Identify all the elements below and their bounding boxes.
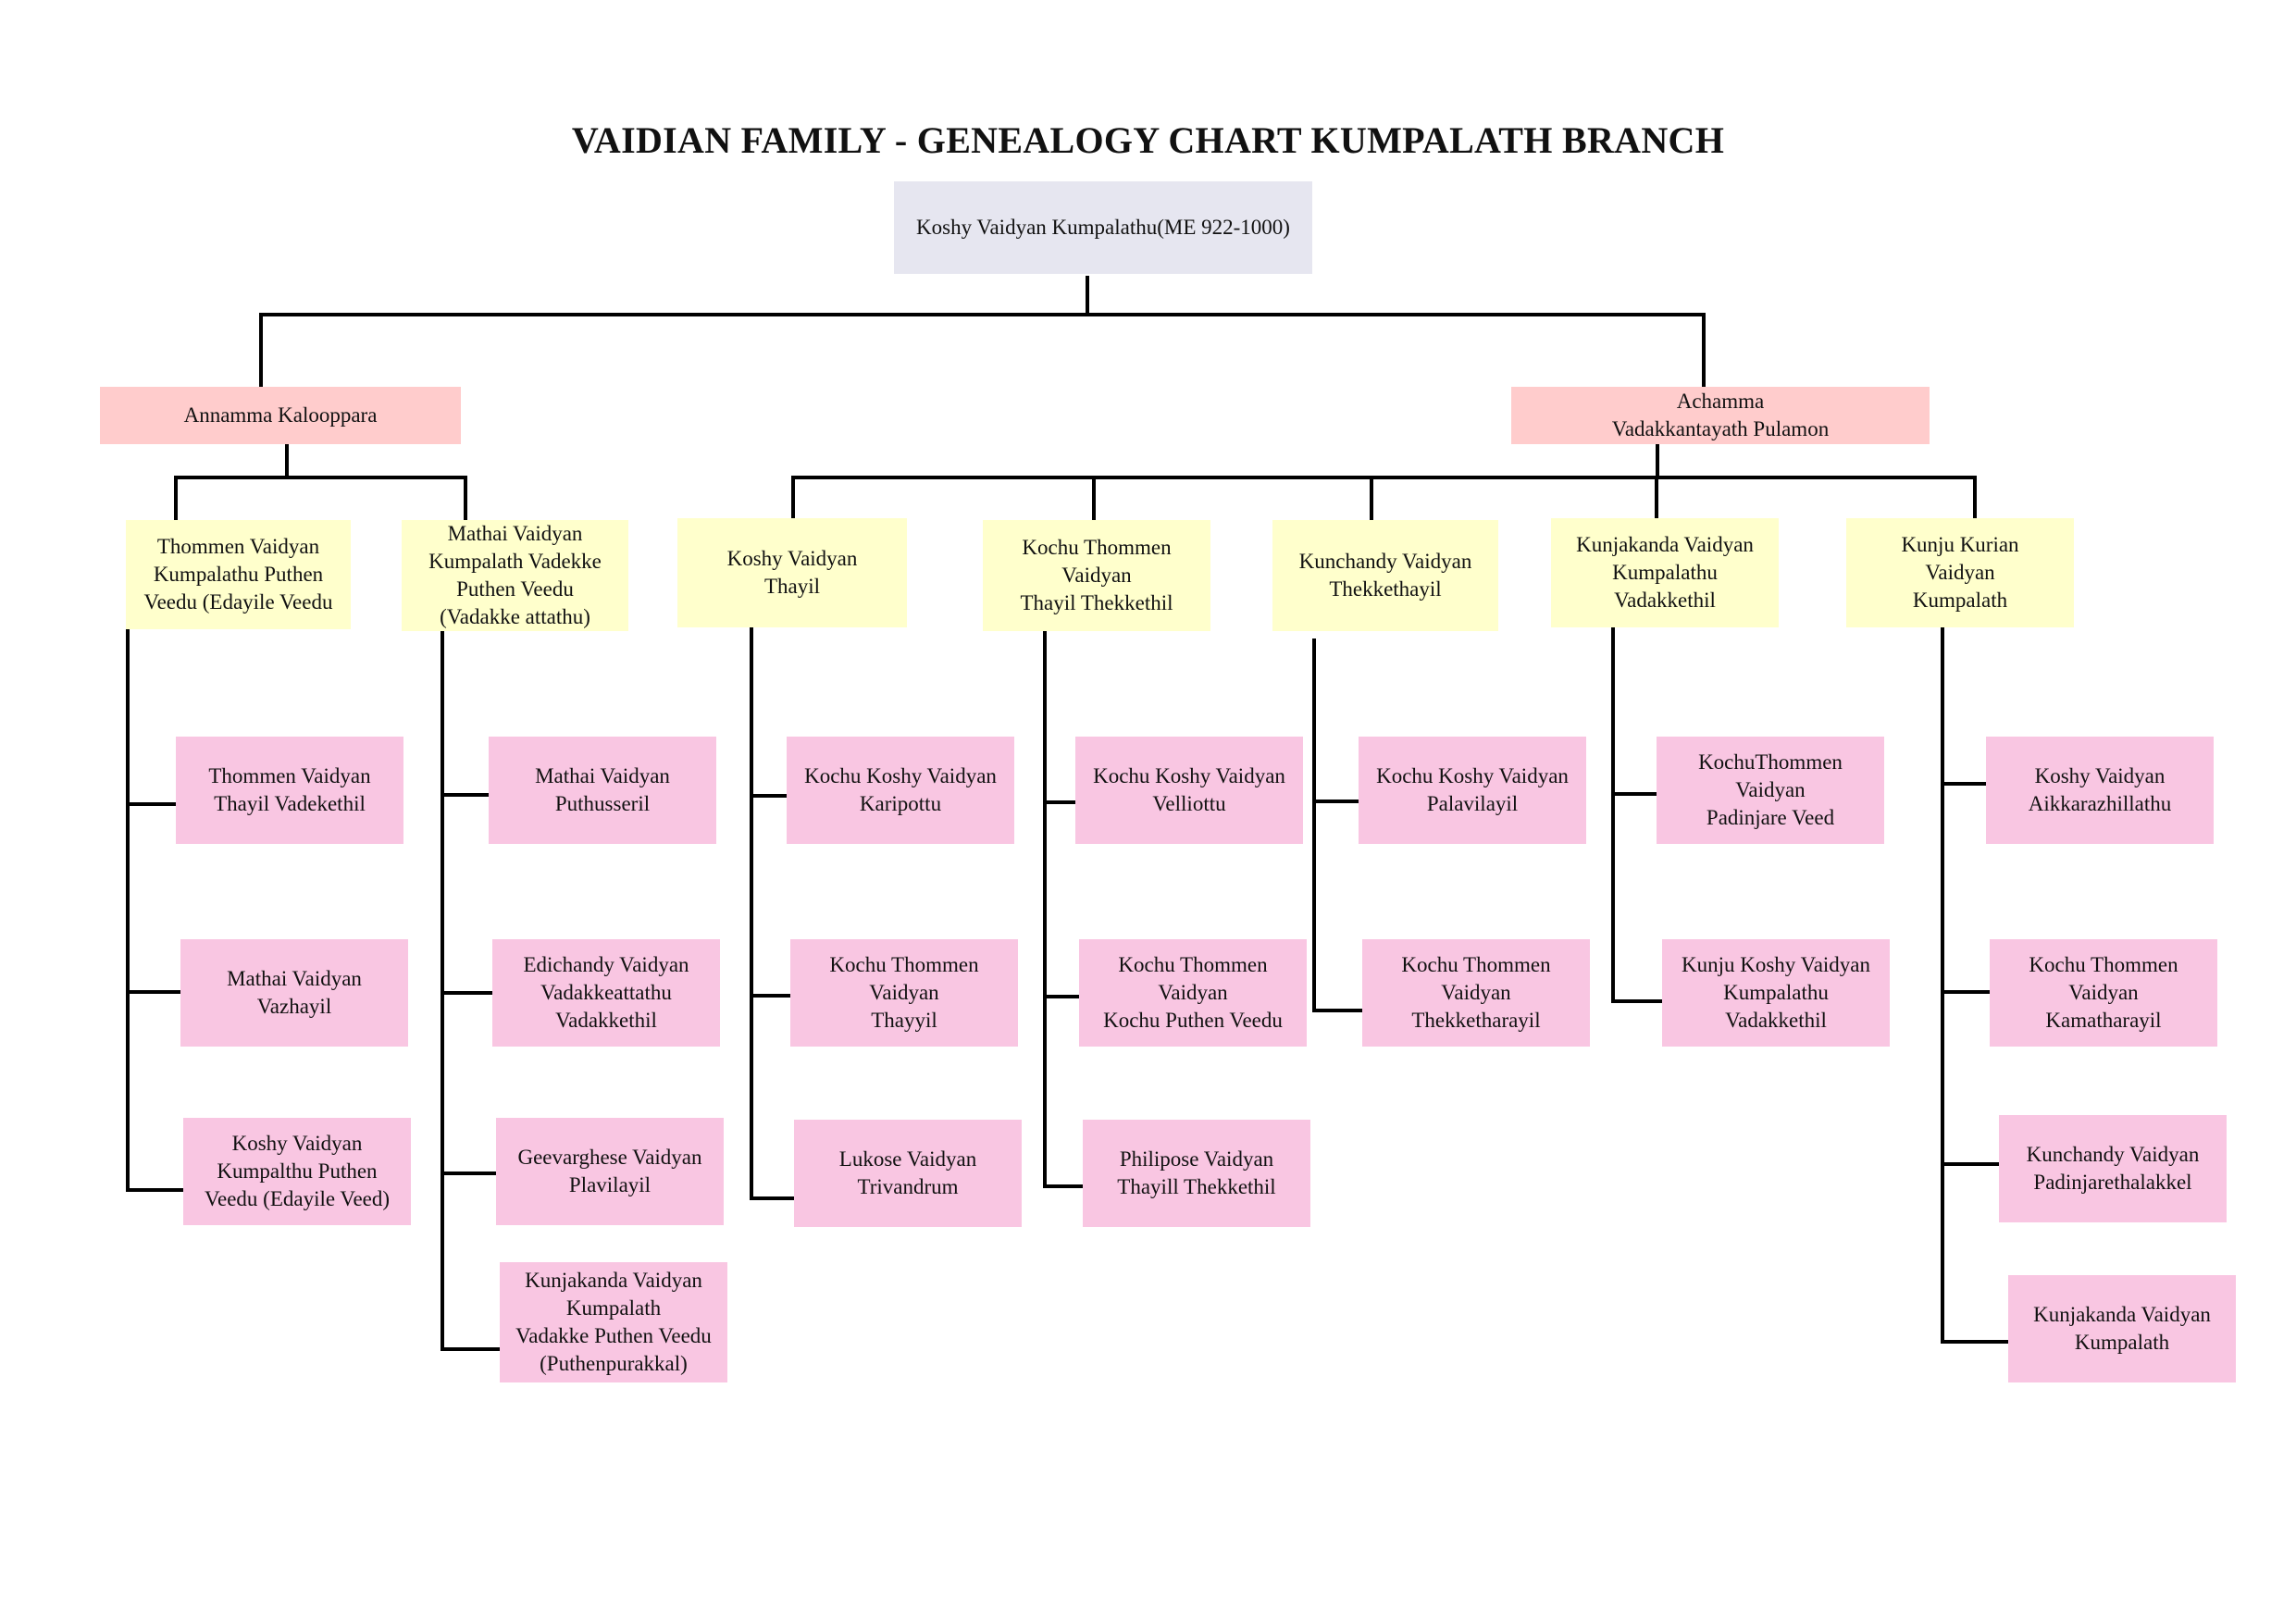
grandchild-box: Lukose Vaidyan Trivandrum — [794, 1120, 1022, 1227]
grandchild-box: Mathai Vaidyan Vazhayil — [180, 939, 408, 1047]
grandchild-box: KochuThommen Vaidyan Padinjare Veed — [1657, 737, 1884, 844]
child-box: Kochu Thommen Vaidyan Thayil Thekkethil — [983, 520, 1210, 631]
grandchild-box: Kochu Thommen Vaidyan Kochu Puthen Veedu — [1079, 939, 1307, 1047]
grandchild-box: Koshy Vaidyan Kumpalthu Puthen Veedu (Ed… — [183, 1118, 411, 1225]
grandchild-box: Kochu Koshy Vaidyan Palavilayil — [1359, 737, 1586, 844]
grandchild-box: Koshy Vaidyan Aikkarazhillathu — [1986, 737, 2214, 844]
child-box: Kunchandy Vaidyan Thekkethayil — [1272, 520, 1498, 631]
child-box: Thommen Vaidyan Kumpalathu Puthen Veedu … — [126, 520, 351, 629]
grandchild-box: Philipose Vaidyan Thayill Thekkethil — [1083, 1120, 1310, 1227]
grandchild-box: Kochu Thommen Vaidyan Thayyil — [790, 939, 1018, 1047]
grandchild-box: Kunjakanda Vaidyan Kumpalath — [2008, 1275, 2236, 1382]
grandchild-box: Mathai Vaidyan Puthusseril — [489, 737, 716, 844]
child-box: Mathai Vaidyan Kumpalath Vadekke Puthen … — [402, 520, 628, 631]
child-box: Kunju Kurian Vaidyan Kumpalath — [1846, 518, 2074, 627]
grandchild-box: Kunjakanda Vaidyan Kumpalath Vadakke Put… — [500, 1262, 727, 1382]
grandchild-box: Kunju Koshy Vaidyan Kumpalathu Vadakketh… — [1662, 939, 1890, 1047]
chart-title: VAIDIAN FAMILY - GENEALOGY CHART KUMPALA… — [571, 119, 1725, 161]
child-box: Koshy Vaidyan Thayil — [677, 518, 907, 627]
grandchild-box: Geevarghese Vaidyan Plavilayil — [496, 1118, 724, 1225]
grandchild-box: Edichandy Vaidyan Vadakkeattathu Vadakke… — [492, 939, 720, 1047]
root-name-line: Koshy Vaidyan Kumpalathu — [916, 216, 1158, 239]
spouse-box: Achamma Vadakkantayath Pulamon — [1511, 387, 1930, 444]
grandchild-box: Kunchandy Vaidyan Padinjarethalakkel — [1999, 1115, 2227, 1222]
grandchild-box: Kochu Koshy Vaidyan Karipottu — [787, 737, 1014, 844]
grandchild-box: Kochu Thommen Vaidyan Thekketharayil — [1362, 939, 1590, 1047]
root-years: (ME 922-1000) — [1157, 216, 1290, 239]
grandchild-box: Kochu Thommen Vaidyan Kamatharayil — [1990, 939, 2217, 1047]
spouse-box: Annamma Kalooppara — [100, 387, 461, 444]
child-box: Kunjakanda Vaidyan Kumpalathu Vadakkethi… — [1551, 518, 1779, 627]
grandchild-box: Thommen Vaidyan Thayil Vadekethil — [176, 737, 403, 844]
root-node: Koshy Vaidyan Kumpalathu(ME 922-1000) — [894, 181, 1312, 274]
grandchild-box: Kochu Koshy Vaidyan Velliottu — [1075, 737, 1303, 844]
